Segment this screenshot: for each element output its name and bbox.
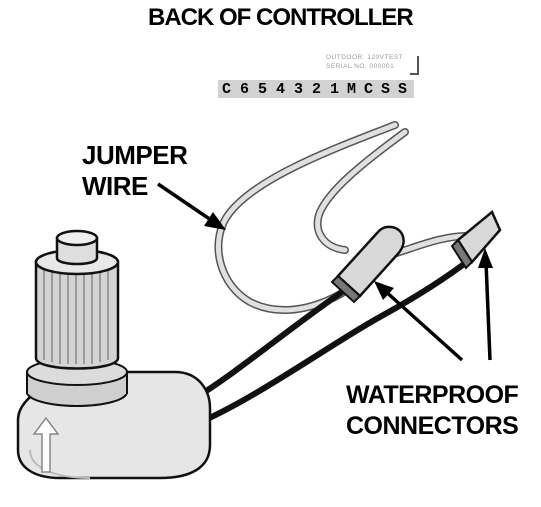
- diagram-title: BACK OF CONTROLLER: [148, 4, 414, 31]
- terminal-label: C: [364, 81, 374, 98]
- connectors-label-line-1: WATERPROOF: [346, 381, 519, 409]
- jumper-wire-label-line-1: JUMPER: [82, 140, 188, 170]
- strip-fine-print-2: SERIAL NO. 000001: [326, 63, 395, 70]
- valve-cables: [197, 255, 475, 423]
- jumper-wire-arrow: [157, 182, 215, 224]
- terminal-label: 1: [330, 81, 340, 98]
- terminal-label: 2: [312, 81, 322, 98]
- valve-solenoid: [16, 229, 212, 480]
- jumper-wire-label-line-2: WIRE: [82, 171, 148, 201]
- pointer-arrows: [157, 182, 493, 362]
- connectors-label-line-2: CONNECTORS: [346, 412, 519, 440]
- terminal-label: C: [222, 81, 232, 98]
- connector-arrow-left: [382, 288, 464, 362]
- terminal-label: S: [398, 81, 408, 98]
- terminal-label: 4: [276, 81, 286, 98]
- terminal-label: S: [381, 81, 391, 98]
- terminal-label: 6: [240, 81, 250, 98]
- controller-terminal-strip: [218, 80, 414, 98]
- strip-bracket: [410, 56, 419, 75]
- terminal-label: 5: [258, 81, 268, 98]
- waterproof-connector-right: [450, 209, 502, 270]
- flow-arrow-icon: [32, 416, 60, 473]
- connector-arrow-right: [484, 261, 492, 361]
- terminal-label: 3: [294, 81, 304, 98]
- waterproof-connector-left: [330, 225, 405, 304]
- terminal-label: M: [347, 81, 357, 98]
- strip-fine-print-1: OUTDOOR: 120VTEST: [326, 54, 404, 61]
